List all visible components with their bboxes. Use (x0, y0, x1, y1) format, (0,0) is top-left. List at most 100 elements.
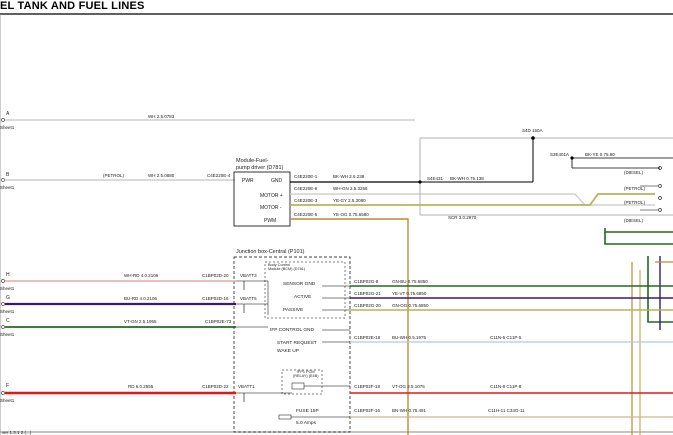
svg-text:Module-Fuel-: Module-Fuel- (236, 158, 269, 164)
svg-text:C4E220E-3: C4E220E-3 (294, 198, 318, 203)
svg-text:BN-WH 0.75.491: BN-WH 0.75.491 (392, 408, 427, 413)
svg-text:C1BP02D-20: C1BP02D-20 (202, 273, 229, 278)
svg-text:C1BP02G-8: C1BP02G-8 (354, 279, 379, 284)
module-output-motor-minus: C4E220E-3 YE-GY 2.5.3080 (290, 198, 580, 206)
svg-text:C1BP02D-22: C1BP02D-22 (202, 384, 229, 389)
svg-text:C4E220E-6: C4E220E-6 (294, 186, 318, 191)
svg-text:WH 2.5.0880: WH 2.5.0880 (148, 173, 175, 178)
svg-text:BK-YE 0.75.60: BK-YE 0.75.60 (585, 152, 615, 157)
svg-text:GN-BU 0.75.6850: GN-BU 0.75.6850 (392, 279, 428, 284)
svg-text:WH-RD 4.0.2106: WH-RD 4.0.2106 (124, 273, 159, 278)
svg-text:Sheet1: Sheet1 (0, 125, 15, 130)
svg-text:Sheet1: Sheet1 (0, 286, 15, 291)
page-title: EL TANK AND FUEL LINES (0, 0, 145, 12)
svg-text:C4E220E-5: C4E220E-5 (294, 212, 318, 217)
module-output-gnd: C4E220E-1 BK-WH 2.5.238 (290, 174, 420, 183)
svg-text:YE-GY 2.5.3080: YE-GY 2.5.3080 (333, 198, 366, 203)
connector-f[interactable]: F Sheet1 RD 6.0.2555 C1BP02D-22 (0, 383, 236, 403)
svg-text:BU-RD 4.0.2106: BU-RD 4.0.2106 (124, 296, 158, 301)
svg-text:VT-OG 2.5.1075: VT-OG 2.5.1075 (392, 384, 425, 389)
svg-text:C1BP02G-21: C1BP02G-21 (354, 291, 381, 296)
svg-text:Body Control: Body Control (268, 263, 290, 267)
footer-text: ver 1.3.1 2 (...) (2, 430, 32, 435)
svg-text:GN-OG 0.75.6850: GN-OG 0.75.6850 (392, 303, 429, 308)
svg-text:B: B (6, 172, 10, 178)
connector-c[interactable]: C Sheet1 VT-GN 2.5.1955 C1BP02E-73 (0, 318, 236, 337)
svg-text:pump driver (D781): pump driver (D781) (236, 165, 284, 171)
svg-text:C11N-5 C11P-5: C11N-5 C11P-5 (490, 335, 522, 340)
connector-h[interactable]: H Sheet1 WH-RD 4.0.2106 C1BP02D-20 (0, 272, 236, 291)
svg-text:VBATT1: VBATT1 (238, 384, 255, 389)
svg-text:Sheet1: Sheet1 (0, 185, 15, 190)
junction-box-outline (233, 256, 351, 433)
svg-text:G: G (6, 295, 10, 301)
svg-text:PASSIVE: PASSIVE (283, 307, 303, 313)
jb-output-fuse: C1BP02F-16 BN-WH 0.75.491 C11H-11 C34G-1… (350, 408, 673, 418)
svg-text:MOTOR -: MOTOR - (260, 205, 282, 211)
svg-text:ACTIVE: ACTIVE (294, 294, 311, 300)
svg-text:START REQUEST: START REQUEST (277, 340, 317, 346)
junction-box-title: Junction box-Central (P101) (236, 249, 305, 255)
splice-s4d: S4D 150A (419, 128, 673, 216)
svg-text:C1BP02F-18: C1BP02F-18 (354, 384, 381, 389)
jb-output-passive: C1BP02G-20 GN-OG 0.75.6850 (350, 303, 673, 311)
svg-text:C: C (6, 318, 10, 324)
svg-text:SENSOR GND: SENSOR GND (283, 281, 316, 287)
svg-text:IFP CONTROL GND: IFP CONTROL GND (270, 327, 315, 333)
svg-text:(RELAY) (E4B): (RELAY) (E4B) (293, 374, 319, 378)
variant-crossing: (DIESEL) (PETROL) (PETROL) (DIESEL) SCR … (448, 166, 662, 223)
svg-text:RD 6.0.2555: RD 6.0.2555 (128, 384, 154, 389)
svg-text:C1BP02G-20: C1BP02G-20 (354, 303, 381, 308)
jb-output-relay: C1BP02F-18 VT-OG 2.5.1075 C11N-8 C11P-8 (350, 384, 673, 394)
svg-text:BK-WH 2.5.238: BK-WH 2.5.238 (333, 174, 365, 179)
svg-text:SCR 3.0.2970: SCR 3.0.2970 (448, 215, 477, 220)
svg-text:GND: GND (271, 178, 283, 184)
svg-text:VBATT3: VBATT3 (240, 273, 257, 278)
svg-text:C4E220E-1: C4E220E-1 (294, 174, 318, 179)
svg-text:Module (BCM) (D781): Module (BCM) (D781) (268, 267, 306, 271)
connector-g[interactable]: G Sheet1 BU-RD 4.0.2106 C1BP02D-16 (0, 295, 236, 314)
svg-text:Sheet1: Sheet1 (0, 309, 15, 314)
module-output-motor-plus: C4E220E-6 WH-GN 2.5.3256 (290, 186, 560, 195)
svg-text:S4D 150A: S4D 150A (522, 128, 543, 133)
svg-text:C1BP02E-18: C1BP02E-18 (354, 335, 381, 340)
svg-text:Sheet1: Sheet1 (0, 398, 15, 403)
svg-text:VT-GN 2.5.1955: VT-GN 2.5.1955 (124, 319, 157, 324)
svg-text:C11N-8 C11P-8: C11N-8 C11P-8 (490, 384, 522, 389)
svg-text:C1BP02F-16: C1BP02F-16 (354, 408, 381, 413)
svg-text:WH-GN 2.5.3256: WH-GN 2.5.3256 (333, 186, 368, 191)
jb-output-start-request: C1BP02E-18 BU-WH 0.5.1975 C11N-5 C11P-5 (350, 335, 673, 343)
junction-internal-lines (236, 280, 350, 418)
svg-text:A: A (6, 111, 10, 117)
splice-s4e: S4E431 BK-WH 0.75.138 (418, 176, 533, 184)
svg-text:S3E401A: S3E401A (550, 152, 569, 157)
svg-text:F: F (6, 383, 9, 389)
svg-text:H: H (6, 272, 10, 278)
svg-text:IFP1 PCM: IFP1 PCM (297, 370, 315, 374)
fuel-pump-module[interactable]: Module-Fuel- pump driver (D781) C4E220E-… (207, 158, 291, 227)
svg-text:YE-VT 0.75.6850: YE-VT 0.75.6850 (392, 291, 427, 296)
svg-text:C11H-11 C34G-11: C11H-11 C34G-11 (488, 408, 525, 413)
connector-a[interactable]: A Sheet1 WH 2.5.0783 (0, 111, 415, 130)
module-output-pwm: C4E220E-5 YE-OG 0.75.6580 (290, 212, 409, 435)
svg-text:(PETROL): (PETROL) (103, 173, 125, 178)
jb-output-sensor-gnd: C1BP02G-8 GN-BU 0.75.6850 (350, 279, 673, 287)
svg-text:(PETROL): (PETROL) (624, 200, 646, 205)
svg-text:(DIESEL): (DIESEL) (624, 218, 644, 223)
svg-text:PWR: PWR (242, 178, 254, 184)
svg-text:5.0 Amps: 5.0 Amps (296, 420, 317, 426)
svg-text:PWM: PWM (264, 218, 276, 224)
connector-b[interactable]: B Sheet1 (PETROL) WH 2.5.0880 (0, 172, 235, 190)
svg-text:(PETROL): (PETROL) (624, 186, 646, 191)
junction-box[interactable]: Junction box-Central (P101) Body Control… (233, 249, 351, 433)
svg-text:BK-WH 0.75.138: BK-WH 0.75.138 (450, 176, 484, 181)
right-wires (604, 228, 673, 435)
svg-text:C4E220E-4: C4E220E-4 (207, 173, 231, 178)
svg-text:BU-WH 0.5.1975: BU-WH 0.5.1975 (392, 335, 427, 340)
jb-output-active: C1BP02G-21 YE-VT 0.75.6850 (350, 291, 673, 299)
svg-text:VBATT5: VBATT5 (240, 296, 257, 301)
svg-text:Sheet1: Sheet1 (0, 332, 15, 337)
splice-s3e: S3E401A BK-YE 0.75.60 (550, 152, 673, 169)
svg-text:S4E431: S4E431 (427, 176, 444, 181)
svg-text:FUSE 15P: FUSE 15P (296, 408, 319, 414)
